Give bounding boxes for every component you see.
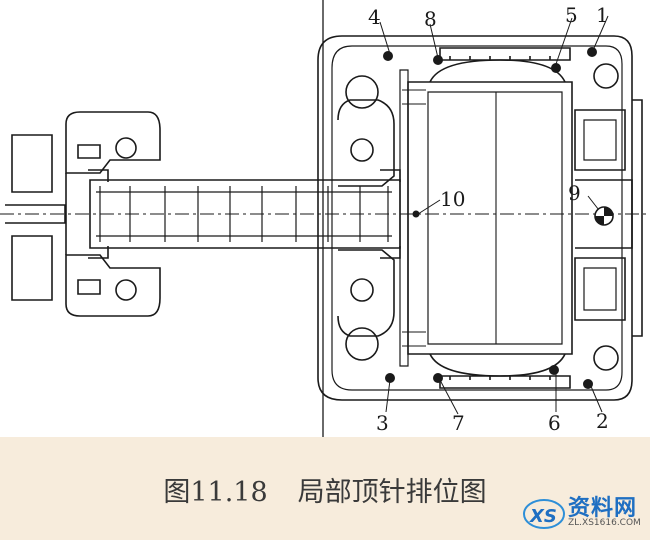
leader-lines — [379, 15, 609, 415]
cavity-inner — [427, 91, 563, 345]
lobe-upper — [337, 99, 395, 187]
corner-hole-bottom-left — [345, 327, 379, 361]
shaft-end-left — [88, 169, 109, 259]
top-strip-teeth — [449, 56, 551, 60]
right-frame-inner — [331, 45, 623, 391]
pin-label-10: 10 — [440, 187, 465, 211]
watermark-logo-icon: XS — [523, 499, 565, 529]
hole-upper-left — [350, 138, 374, 162]
right-side-plate — [632, 99, 643, 337]
bottom-strip-teeth — [449, 376, 551, 380]
bottom-strip — [439, 375, 571, 389]
right-slide — [575, 179, 633, 249]
ejector-pin-10 — [412, 210, 420, 218]
pin-label-4: 4 — [368, 5, 381, 29]
left-tab-lower — [11, 235, 53, 301]
cavity-arc-top — [429, 59, 566, 83]
site-watermark: XS 资料网 ZL.XS1616.COM — [522, 488, 650, 540]
left-hole-upper — [115, 137, 137, 159]
ejector-pin-1 — [587, 47, 597, 57]
left-pocket-upper — [77, 144, 101, 159]
right-insert — [317, 35, 643, 401]
leader-1 — [593, 15, 609, 49]
right-pocket-lower — [574, 257, 626, 321]
ejector-pins — [383, 47, 614, 389]
shaft-ribs — [99, 186, 389, 242]
right-pocket-upper-inner — [583, 119, 617, 161]
right-frame-outer — [317, 35, 633, 401]
watermark-text: 资料网 — [568, 496, 638, 521]
lobe-lower — [337, 249, 395, 337]
corner-hole-top-left — [345, 75, 379, 109]
left-body-upper — [65, 111, 161, 174]
leader-7 — [439, 379, 459, 415]
ejector-pin-9 — [594, 206, 614, 226]
figure-caption: 图11.18 局部顶针排位图 — [0, 470, 650, 509]
left-hole-lower — [115, 279, 137, 301]
ejector-pin-2 — [583, 379, 593, 389]
leader-5 — [555, 17, 573, 65]
pin-label-2: 2 — [596, 409, 609, 433]
pin-label-6: 6 — [548, 411, 561, 435]
right-pocket-lower-inner — [583, 267, 617, 311]
ejector-pin-8 — [433, 55, 443, 65]
left-tab-upper — [11, 134, 53, 193]
leader-2 — [589, 383, 603, 413]
ejector-pin-6 — [549, 365, 559, 375]
caption-band — [0, 437, 650, 540]
pin-labels: 1 2 3 4 5 6 7 8 9 10 — [368, 3, 609, 435]
left-body-lower — [65, 254, 161, 317]
ejector-pin-3 — [385, 373, 395, 383]
leader-10 — [417, 199, 441, 215]
pin-label-1: 1 — [596, 3, 609, 27]
watermark-logo-text: XS — [529, 506, 557, 527]
leader-8 — [429, 23, 439, 59]
corner-hole-top-right — [593, 63, 619, 89]
caption-title: 局部顶针排位图 — [297, 477, 487, 508]
pin-label-5: 5 — [565, 3, 578, 27]
left-slot — [5, 204, 66, 224]
left-pocket-lower — [77, 279, 101, 295]
corner-hole-bottom-right — [593, 345, 619, 371]
hole-lower-left — [350, 278, 374, 302]
pin-label-9: 9 — [568, 181, 581, 205]
leader-3 — [385, 379, 391, 413]
ejector-pin-5 — [551, 63, 561, 73]
shaft-inner-lines — [96, 191, 392, 237]
leader-4 — [379, 21, 391, 55]
right-pocket-upper — [574, 109, 626, 171]
caption-number: 图11.18 — [163, 477, 268, 508]
cavity-block — [407, 81, 573, 355]
cavity-arc-bottom — [429, 353, 566, 377]
watermark-url: ZL.XS1616.COM — [568, 518, 641, 528]
cavity-rail-left — [399, 69, 409, 367]
pin-label-7: 7 — [452, 411, 465, 435]
mold-layout-drawing: 1 2 3 4 5 6 7 8 9 10 — [0, 0, 650, 437]
ejector-pin-4 — [383, 51, 393, 61]
pin-label-3: 3 — [376, 411, 389, 435]
drawing-lines — [0, 0, 650, 437]
pin-label-8: 8 — [424, 7, 437, 31]
cavity-rail-lines — [402, 89, 426, 347]
ejector-pin-7 — [433, 373, 443, 383]
